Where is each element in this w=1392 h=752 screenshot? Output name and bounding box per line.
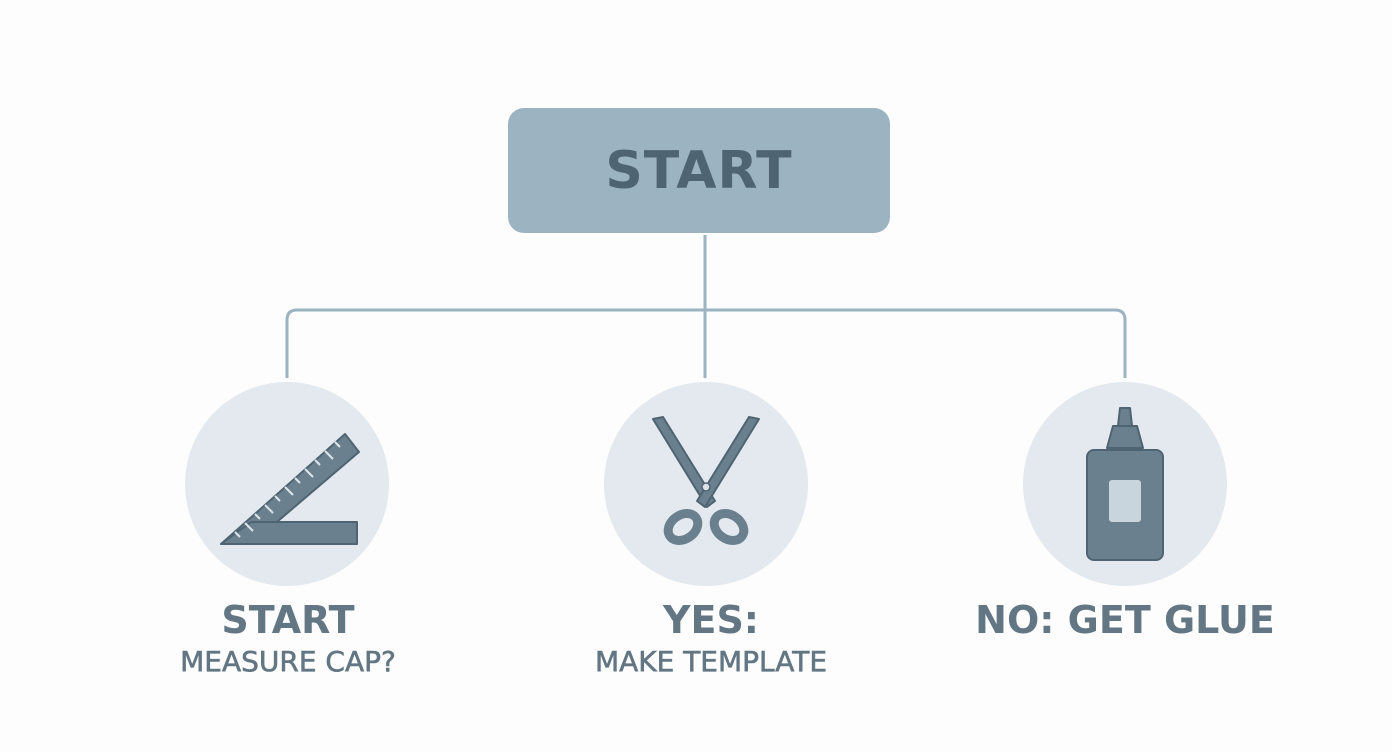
start-box[interactable]: START [508, 108, 890, 233]
node-measure-title: START [221, 598, 355, 642]
branch-line [285, 308, 1127, 378]
glue-bottle-icon [1086, 407, 1164, 561]
scissors-icon [652, 416, 760, 545]
node-glue-title: NO: GET GLUE [975, 598, 1275, 642]
ruler-icon [220, 433, 360, 545]
node-template[interactable] [604, 382, 808, 586]
node-measure-subtitle: MEASURE CAP? [180, 645, 396, 679]
node-glue-label: NO: GET GLUE [945, 598, 1305, 642]
node-measure[interactable] [185, 382, 389, 586]
node-template-title: YES: [662, 598, 760, 642]
node-glue[interactable] [1023, 382, 1227, 586]
start-box-label: START [605, 140, 793, 201]
node-measure-label: START MEASURE CAP? [108, 598, 468, 682]
node-template-label: YES: MAKE TEMPLATE [531, 598, 891, 682]
node-template-subtitle: MAKE TEMPLATE [594, 645, 828, 679]
